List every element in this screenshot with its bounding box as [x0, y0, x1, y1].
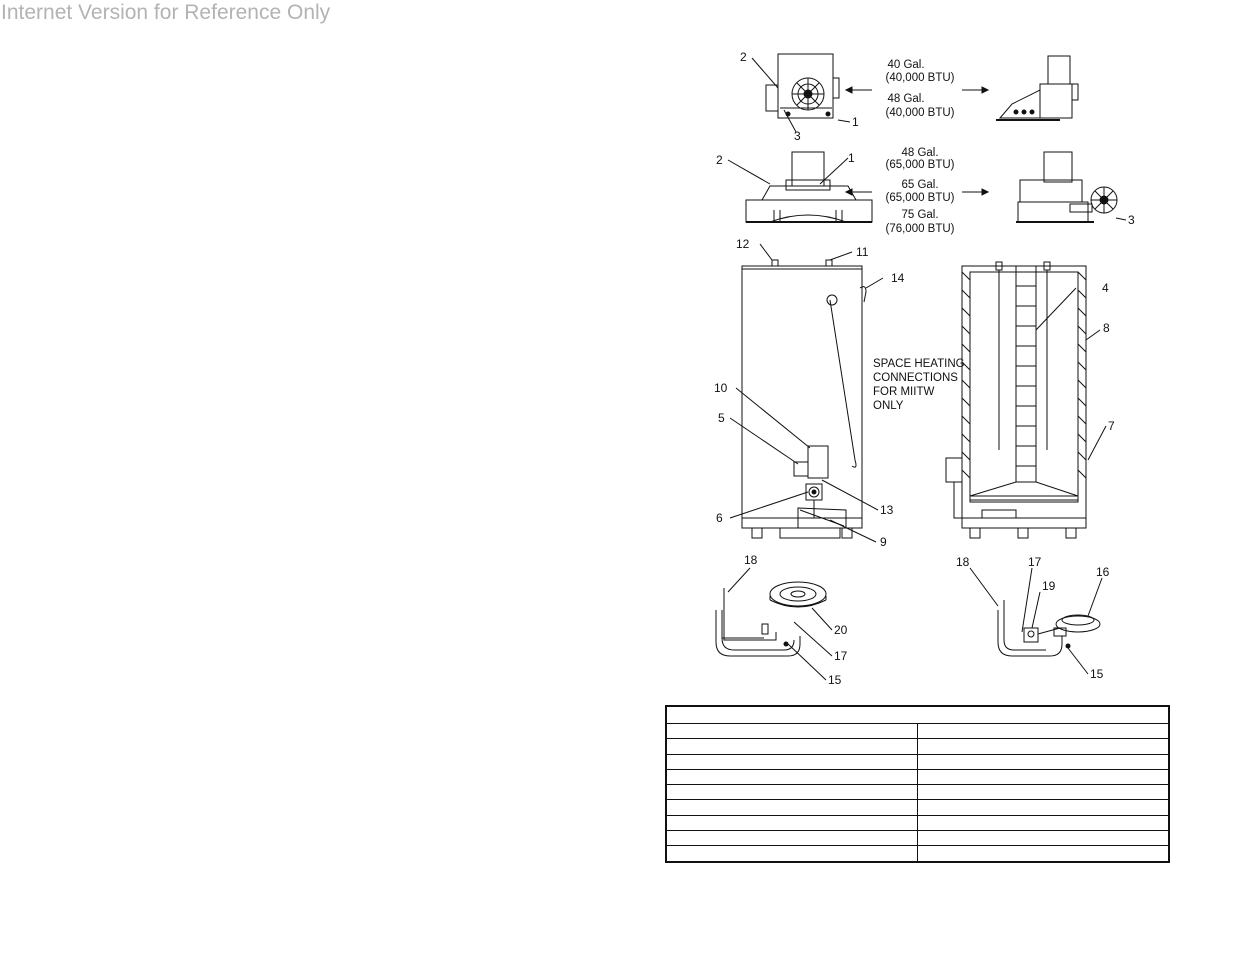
blower-side-view-right-2	[1016, 151, 1118, 223]
table-cell	[917, 768, 1170, 786]
blower-side-view-right	[996, 55, 1079, 121]
burner-assembly-left	[715, 581, 827, 657]
caption-line-8: (65,000 BTU)	[885, 192, 954, 204]
table-cell	[665, 768, 918, 786]
callout-2-mid: 2	[716, 153, 723, 167]
callout-6: 6	[716, 511, 723, 525]
water-heater-parts-diagram: 40 Gal. (40,000 BTU) 48 Gal. (40,000 BTU…	[700, 40, 1160, 700]
table-cell	[665, 722, 918, 740]
callout-17-left: 17	[834, 649, 848, 663]
table-cell	[917, 830, 1170, 847]
space-heating-note-1: SPACE HEATING	[873, 358, 965, 370]
callout-3-top: 3	[794, 129, 801, 143]
caption-line-6: (65,000 BTU)	[885, 159, 954, 171]
callout-5: 5	[718, 411, 725, 425]
caption-line-5: 48 Gal.	[901, 147, 938, 159]
table-row	[665, 799, 1170, 816]
table-row	[665, 738, 1170, 755]
callout-4: 4	[1102, 281, 1109, 295]
blower-top-view-left	[765, 53, 840, 119]
callout-17-right: 17	[1028, 555, 1042, 569]
caption-line-9: 75 Gal.	[901, 209, 938, 221]
table-cell	[665, 799, 918, 816]
table-cell	[917, 784, 1170, 801]
callout-15-right: 15	[1090, 667, 1104, 681]
callout-15-left: 15	[828, 673, 842, 687]
caption-line-4: (40,000 BTU)	[885, 107, 954, 119]
table-row	[665, 830, 1170, 847]
blower-front-view-left	[745, 151, 873, 223]
table-cell	[917, 845, 1170, 863]
table-row	[665, 845, 1170, 863]
callout-18-right: 18	[956, 555, 970, 569]
water-heater-cutaway	[945, 261, 1087, 539]
callout-12: 12	[736, 237, 750, 251]
space-heating-note-4: ONLY	[873, 400, 904, 412]
space-heating-note-2: CONNECTIONS	[873, 372, 958, 384]
table-row	[665, 814, 1170, 832]
parts-list-table	[665, 705, 1170, 863]
table-cell	[917, 753, 1170, 770]
burner-assembly-right	[997, 600, 1101, 657]
callout-14: 14	[891, 271, 905, 285]
table-cell	[917, 722, 1170, 740]
table-cell	[665, 784, 918, 801]
caption-line-7: 65 Gal.	[901, 179, 938, 191]
table-header-cell	[665, 705, 1170, 724]
table-row	[665, 722, 1170, 740]
callout-9: 9	[880, 535, 887, 549]
water-heater-exterior	[741, 259, 867, 539]
table-cell	[665, 738, 918, 755]
caption-line-3: 48 Gal.	[887, 93, 924, 105]
table-cell	[917, 738, 1170, 755]
callout-16: 16	[1096, 565, 1110, 579]
table-cell	[665, 814, 918, 832]
callout-2-top: 2	[740, 50, 747, 64]
watermark-text: Internet Version for Reference Only	[1, 1, 331, 24]
callout-18-left: 18	[744, 553, 758, 567]
callout-10: 10	[714, 381, 728, 395]
caption-line-2: (40,000 BTU)	[885, 72, 954, 84]
table-cell	[665, 845, 918, 863]
table-row	[665, 768, 1170, 786]
callout-3-mid: 3	[1128, 213, 1135, 227]
table-cell	[917, 799, 1170, 816]
table-row	[665, 753, 1170, 770]
table-cell	[917, 814, 1170, 832]
callout-13: 13	[880, 503, 894, 517]
callout-11: 11	[856, 245, 869, 259]
callout-7: 7	[1108, 419, 1115, 433]
caption-line-1: 40 Gal.	[887, 59, 924, 71]
callout-8: 8	[1103, 321, 1110, 335]
space-heating-note-3: FOR MIITW	[873, 386, 934, 398]
caption-line-10: (76,000 BTU)	[885, 223, 954, 235]
table-cell	[665, 830, 918, 847]
table-row	[665, 784, 1170, 801]
table-cell	[665, 753, 918, 770]
callout-1-top: 1	[852, 115, 859, 129]
callout-19: 19	[1042, 579, 1056, 593]
callout-20: 20	[834, 623, 848, 637]
table-header-row	[665, 705, 1170, 724]
callout-1-mid: 1	[848, 151, 855, 165]
